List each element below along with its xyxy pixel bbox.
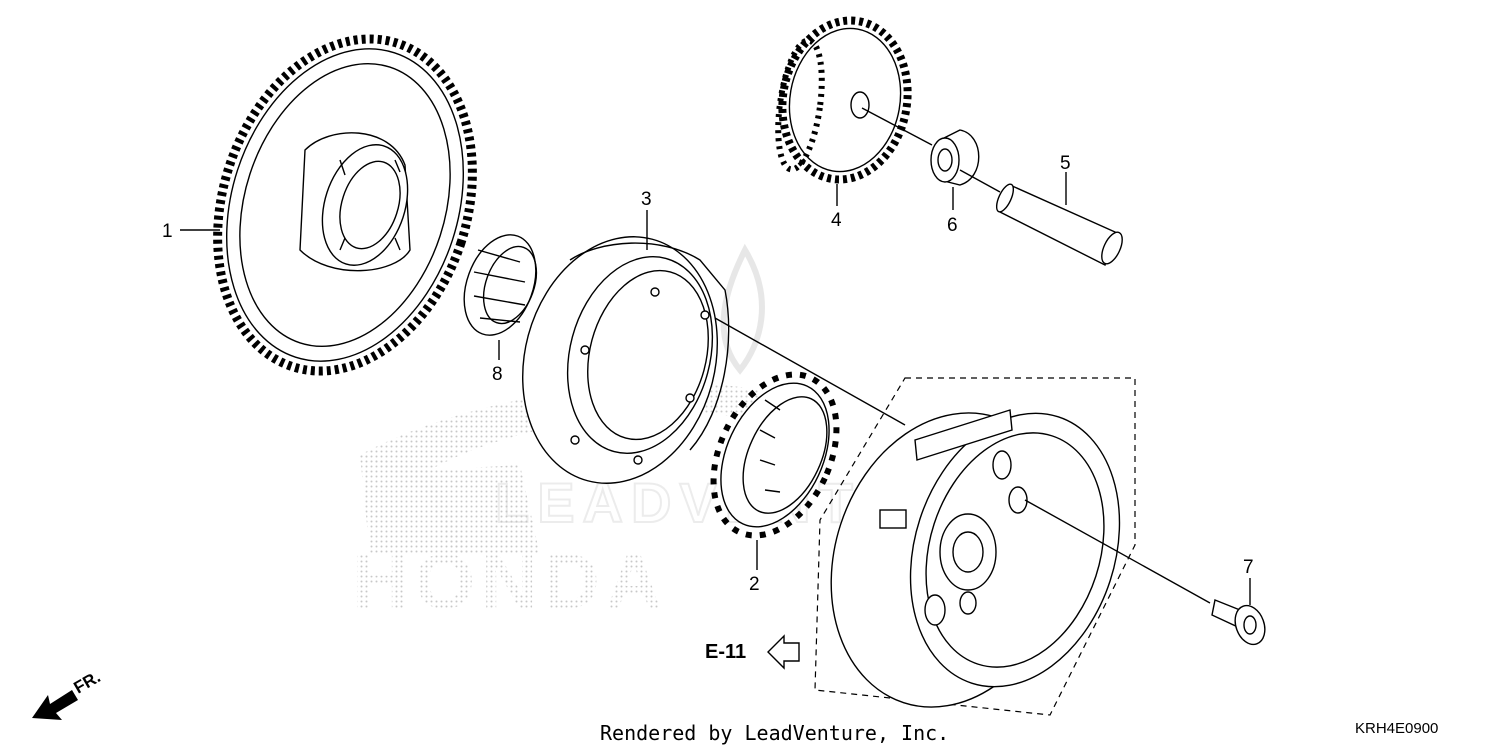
needle-bearing: [463, 234, 538, 336]
callout-2: 2: [749, 574, 760, 595]
starter-driven-gear: [213, 34, 477, 376]
callout-7: 7: [1243, 557, 1254, 578]
one-way-clutch: [710, 371, 840, 539]
callout-1: 1: [162, 221, 173, 242]
honda-text-watermark: HONDA: [352, 537, 668, 625]
idle-gear-collar: [930, 129, 980, 186]
callout-8: 8: [492, 364, 503, 385]
callout-6: 6: [947, 215, 958, 236]
callout-3: 3: [641, 189, 652, 210]
reference-arrow-icon: [767, 634, 800, 670]
starter-idle-gear: [775, 16, 912, 184]
honda-wing-watermark: [360, 383, 770, 555]
flywheel: [814, 377, 1136, 716]
front-label: FR.: [71, 667, 104, 697]
front-arrow-icon: [32, 690, 78, 720]
idle-gear-shaft: [995, 183, 1123, 267]
rendered-by-credit: Rendered by LeadVenture, Inc.: [600, 721, 949, 745]
flywheel-bolt: [1211, 599, 1266, 646]
svg-text:HONDA: HONDA: [352, 537, 668, 625]
callout-4: 4: [831, 210, 842, 231]
one-way-clutch-outer: [522, 236, 730, 484]
front-direction-indicator: FR.: [32, 667, 104, 720]
assembly-lines: [714, 107, 1211, 604]
callout-leaders: [180, 172, 1251, 605]
diagram-code: KRH4E0900: [1355, 720, 1438, 737]
reference-label[interactable]: E-11: [705, 641, 746, 663]
callout-5: 5: [1060, 153, 1071, 174]
